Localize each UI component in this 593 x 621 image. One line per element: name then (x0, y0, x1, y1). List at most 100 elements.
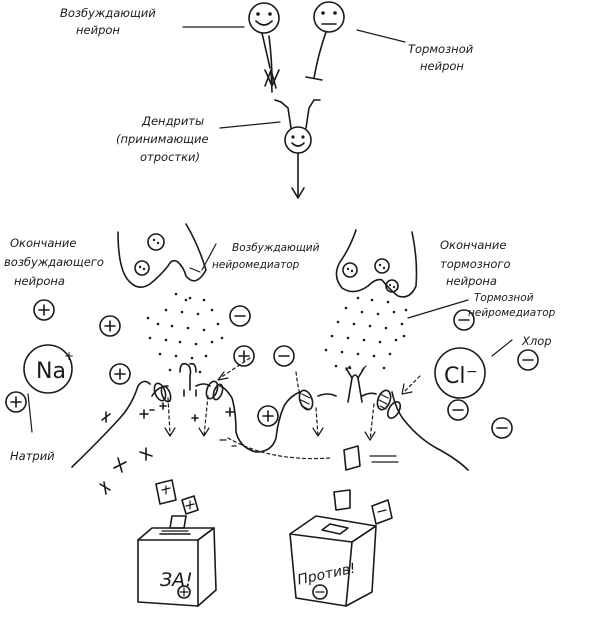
label-sodium: Натрий (10, 449, 55, 463)
inhibitory-neuron-sad-face-icon (313, 1, 345, 33)
transmitter-dot (394, 338, 398, 342)
label-inhibitory-terminal: Окончание тормозного нейрона (440, 238, 514, 288)
transmitter-dot (392, 310, 396, 314)
transmitter-dot (400, 322, 404, 326)
transmitter-dot (384, 326, 388, 330)
transmitter-dot (324, 348, 328, 352)
minus-ion (517, 349, 539, 371)
plus-ion (5, 391, 27, 413)
excitatory-terminal (117, 223, 207, 288)
transmitter-dot (188, 296, 192, 300)
ballot-papers-against (333, 445, 393, 525)
minus-ion (491, 417, 513, 439)
svg-text:Cl: Cl (444, 364, 465, 389)
transmitter-dot (158, 352, 162, 356)
transmitter-dot (148, 336, 152, 340)
chlorine-ion: Cl − (434, 347, 486, 399)
minus-ion (453, 309, 475, 331)
inhibitory-transmitter-dots (324, 296, 408, 370)
transmitter-dot (198, 370, 202, 374)
transmitter-dot (352, 322, 356, 326)
label-dendrites: Дендриты (принимающие отростки) (116, 114, 212, 164)
transmitter-dot (174, 292, 178, 296)
ballot-box-for-icon: ЗА! (137, 527, 217, 607)
small-ions (5, 299, 539, 439)
transmitter-dot (356, 296, 360, 300)
free-plus-marks (99, 402, 235, 495)
transmitter-dot (360, 310, 364, 314)
leader-excitatory-transmitter (201, 243, 217, 271)
transmitter-dot (194, 342, 198, 346)
minus-ion (447, 399, 469, 421)
transmitter-dot (336, 320, 340, 324)
transmitter-dot (190, 356, 194, 360)
transmitter-dot (178, 340, 182, 344)
inhibitory-axon (313, 31, 327, 79)
transmitter-dot (370, 298, 374, 302)
transmitter-dot (378, 340, 382, 344)
receiving-neuron (274, 99, 321, 199)
label-inhibitory-transmitter: Тормозной нейромедиатор (468, 292, 556, 319)
transmitter-dot (330, 334, 334, 338)
excitatory-arrow-icon (264, 69, 280, 87)
minus-ion (273, 345, 295, 367)
transmitter-dot (340, 350, 344, 354)
leader-inhibitory-neuron (356, 29, 406, 43)
transmitter-dot (146, 316, 150, 320)
svg-text:Na: Na (36, 359, 66, 384)
transmitter-dot (376, 312, 380, 316)
transmitter-dot (388, 352, 392, 356)
sodium-ion: Na + (23, 344, 74, 394)
transmitter-dot (186, 326, 190, 330)
transmitter-dot (164, 338, 168, 342)
transmitter-dot (204, 354, 208, 358)
transmitter-dot (344, 306, 348, 310)
transmitter-dot (368, 324, 372, 328)
leader-sodium (27, 393, 33, 433)
transmitter-dot (362, 338, 366, 342)
postsynaptic-membrane (71, 362, 469, 471)
transmitter-dot (216, 322, 220, 326)
transmitter-dot (164, 308, 168, 312)
transmitter-dot (202, 298, 206, 302)
terminal-lip (189, 267, 201, 273)
plus-ion (233, 345, 255, 367)
transmitter-dot (184, 298, 188, 302)
transmitter-dot (180, 310, 184, 314)
label-excitatory-terminal: Окончание возбуждающего нейрона (4, 236, 108, 288)
transmitter-dot (170, 324, 174, 328)
transmitter-dot (202, 328, 206, 332)
label-chlorine: Хлор (521, 334, 552, 348)
transmitter-dot (168, 368, 172, 372)
transmitter-dot (382, 366, 386, 370)
minus-ion (229, 305, 251, 327)
transmitter-dot (356, 352, 360, 356)
excitatory-axon (268, 35, 273, 83)
transmitter-dot (346, 336, 350, 340)
leader-inhibitory-transmitter (407, 299, 469, 319)
transmitter-dot (156, 322, 160, 326)
ballot-box-against-icon: Против! (289, 515, 377, 607)
label-excitatory-neuron: Возбуждающий нейрон (60, 6, 159, 37)
plus-ion (33, 299, 55, 321)
transmitter-dot (386, 300, 390, 304)
transmitter-dot (334, 364, 338, 368)
plus-ion (99, 315, 121, 337)
excitatory-neuron-happy-face-icon (248, 2, 280, 93)
plus-ion (109, 363, 131, 385)
excitatory-transmitter-dots (146, 292, 224, 374)
transmitter-dot (196, 312, 200, 316)
transmitter-dot (210, 340, 214, 344)
leader-chlorine (491, 339, 513, 357)
inhibitory-terminal (335, 229, 418, 298)
transmitter-dot (174, 354, 178, 358)
transmitter-dot (402, 334, 406, 338)
transmitter-dot (372, 354, 376, 358)
ion-flow-arrows (164, 357, 421, 463)
label-inhibitory-neuron: Тормозной нейрон (408, 42, 477, 73)
label-excitatory-transmitter: Возбуждающий нейромедиатор (212, 242, 323, 271)
transmitter-dot (404, 308, 408, 312)
plus-ion (257, 405, 279, 427)
